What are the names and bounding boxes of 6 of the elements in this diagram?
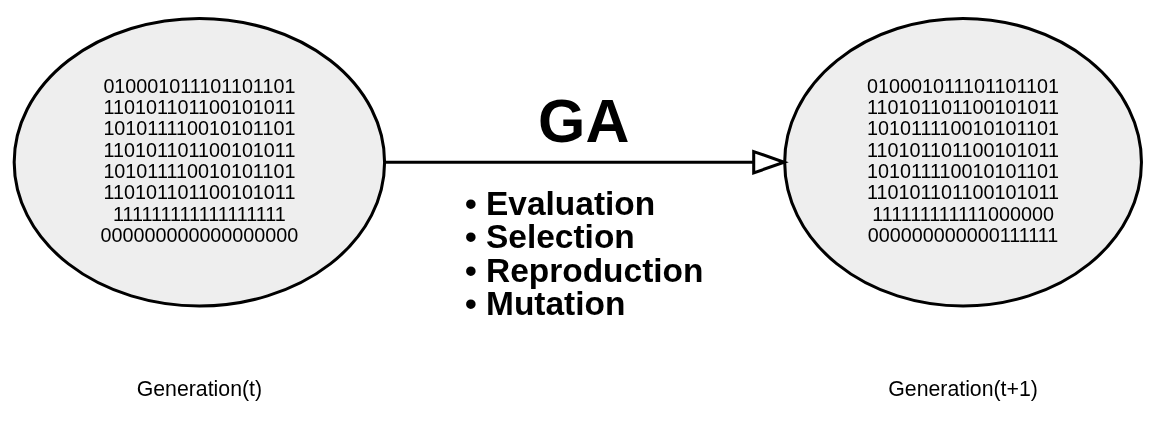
node-label: Generation(t+1) [888,376,1038,401]
node-ellipse: 010001011101101101 110101101100101011 101011110010101101 110101101100101011 101011110010101101 110101101100101011 111111111111000000 000000000000111111 [783,16,1143,307]
node-label: Generation(t) [136,376,263,401]
node-ellipse: 010001011101101101 110101101100101011 101011110010101101 110101101100101011 101011110010101101 110101101100101011 111111111111111111 000000000000000000 [12,16,387,307]
edge-label: GA [538,86,630,155]
arrow [384,148,789,175]
